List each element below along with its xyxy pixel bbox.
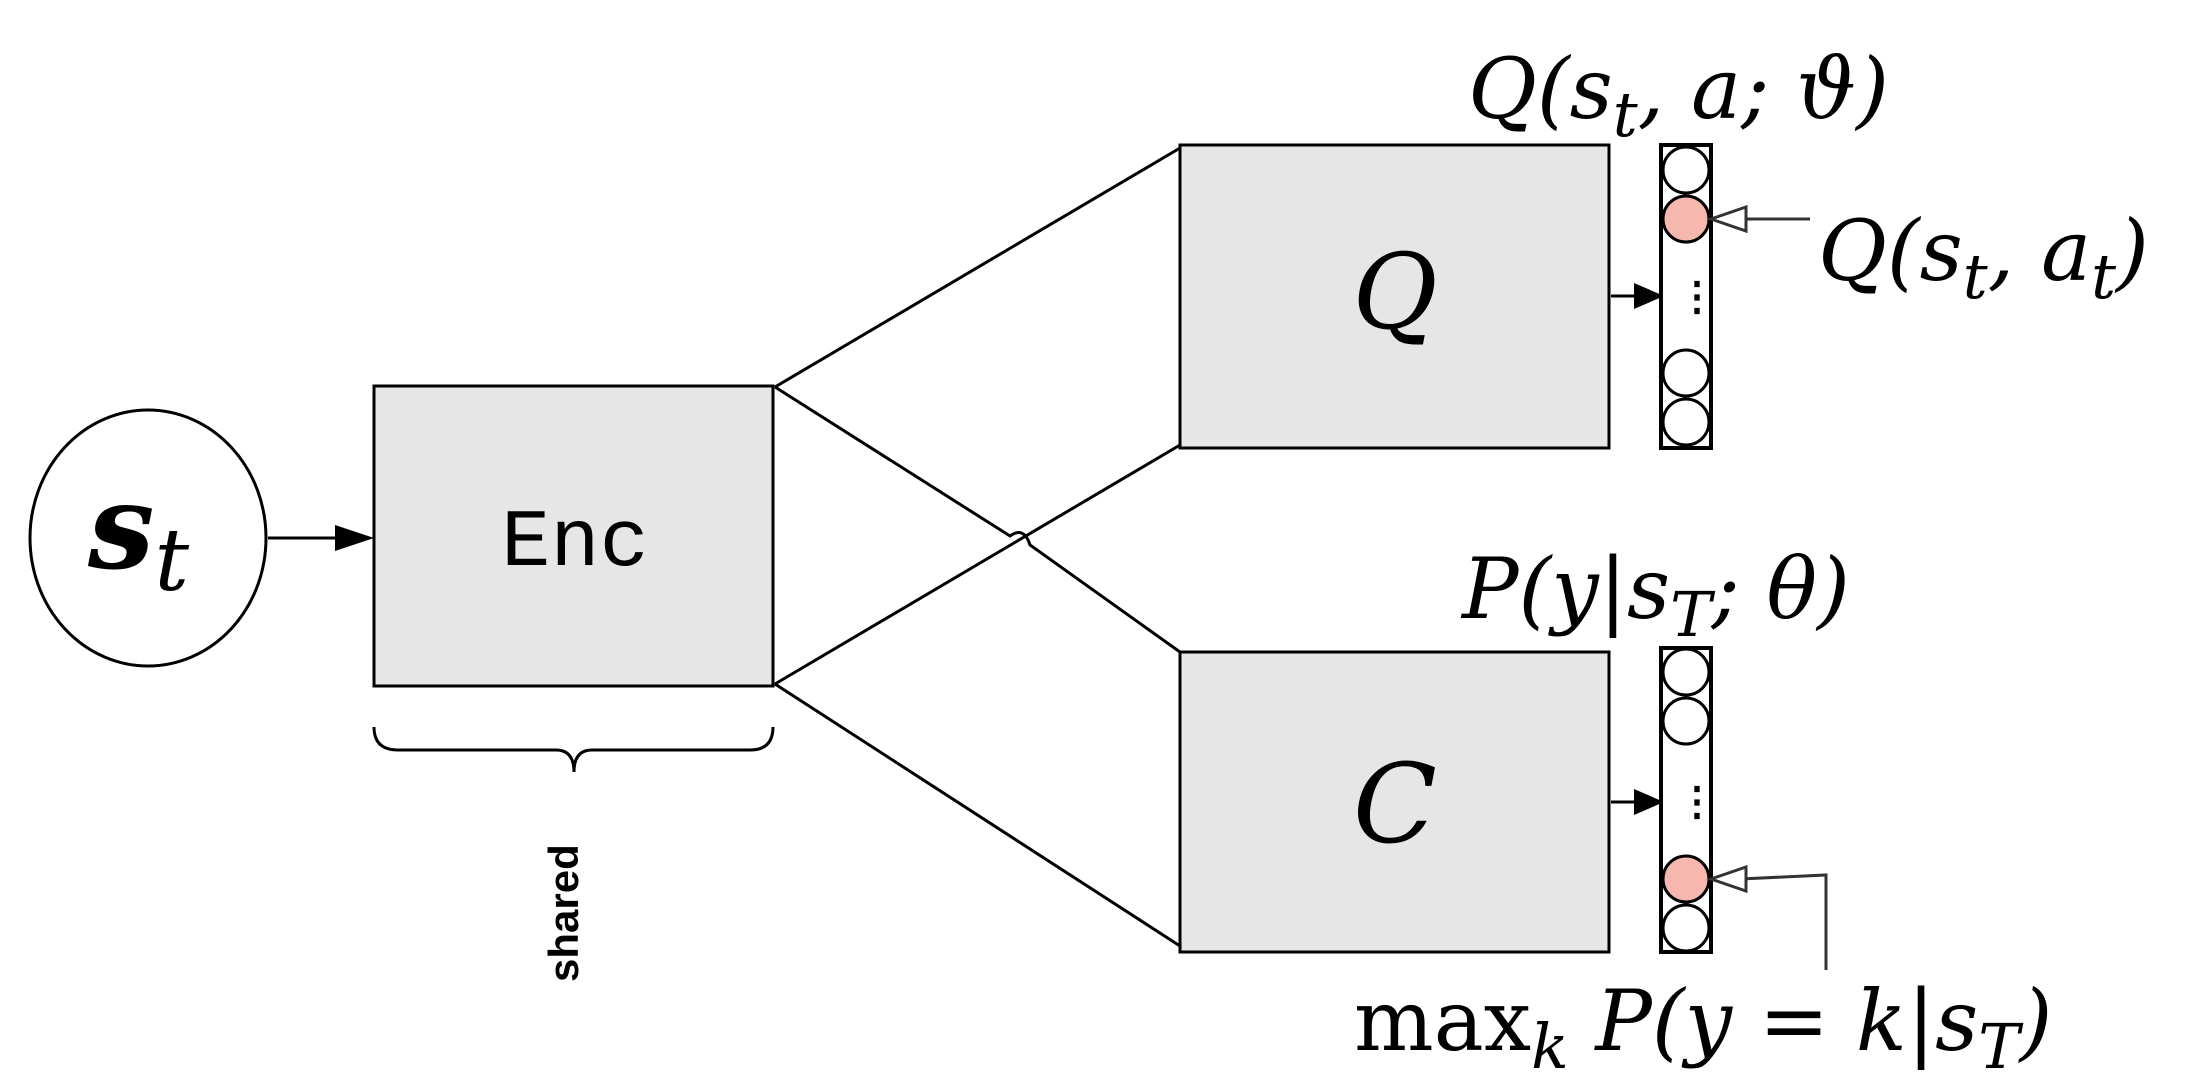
q-head-box [1178,143,1611,450]
edge-enc-top-to-c [774,385,1181,654]
q-output-arrowhead [1634,283,1664,309]
c-unit [1661,903,1711,953]
c-unit [1661,696,1711,746]
c-selected-pointer-head [1706,864,1748,894]
c-unit-selected [1661,854,1711,904]
c-ellipsis: ⋮ [1677,779,1717,824]
encoder-box [372,384,775,688]
input-node [28,408,268,668]
encoder-label: Enc [501,497,649,590]
shared-brace [372,726,775,773]
q-head-label: Q [1352,231,1437,353]
edge-enc-bottom-to-q [774,443,1181,686]
input-label: st [87,457,189,611]
q-unit [1661,397,1711,447]
c-selected-pointer [1739,873,1828,970]
c-selected-label: maxk P(y = k|sT) [1354,972,2052,1080]
edge-enc-top-to-q [774,146,1181,389]
q-selected-label: Q(st, at) [1818,202,2149,313]
q-unit-selected [1661,194,1711,244]
c-output-arrowhead [1634,789,1664,815]
q-selected-pointer-head [1706,204,1748,234]
c-output-label: P(y|sT; θ) [1460,540,1850,651]
q-unit [1661,145,1711,195]
c-unit [1661,647,1711,697]
c-head-label: C [1353,740,1437,868]
q-output-label: Q(st, a; ϑ) [1468,40,1889,151]
edge-enc-bottom-to-c [774,682,1181,948]
q-output-vector: ⋮ [1659,143,1717,450]
input-arrowhead [335,525,374,551]
q-ellipsis: ⋮ [1677,274,1717,319]
c-head-box [1178,650,1611,954]
shared-label: shared [540,844,587,982]
q-unit [1661,348,1711,398]
c-output-vector: ⋮ [1659,646,1717,954]
